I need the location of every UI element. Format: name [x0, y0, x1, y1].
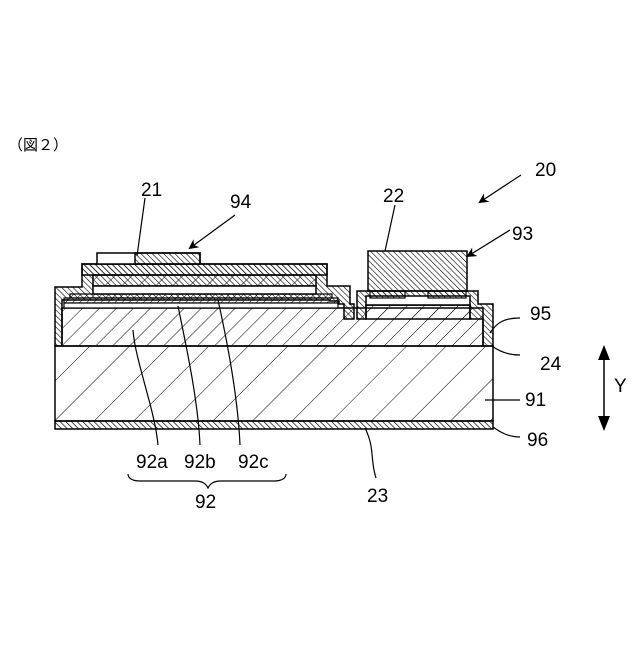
leader-24 [492, 346, 520, 355]
gate-insulator-left [93, 286, 316, 294]
label-y: Y [614, 376, 627, 397]
label-93: 93 [512, 224, 533, 245]
gate-metal-left [93, 275, 316, 286]
label-92b: 92b [184, 452, 216, 473]
y-arrow-down-icon [598, 416, 610, 431]
label-96: 96 [527, 430, 548, 451]
label-23: 23 [367, 486, 388, 507]
leader-93 [468, 230, 510, 256]
leader-23 [365, 428, 376, 478]
label-92a: 92a [136, 452, 168, 473]
right-contact-right [428, 291, 466, 298]
leader-22 [385, 205, 395, 251]
label-20: 20 [535, 160, 556, 181]
leader-96 [493, 427, 520, 437]
y-arrow-up-icon [598, 345, 610, 360]
label-22: 22 [383, 186, 404, 207]
label-95: 95 [530, 304, 551, 325]
leader-95 [490, 318, 520, 333]
back-metal-layer [55, 421, 493, 429]
layer-92a [64, 298, 338, 303]
label-94: 94 [230, 192, 252, 213]
label-91: 91 [525, 390, 546, 411]
layer-92b [64, 303, 338, 308]
leader-21 [137, 198, 145, 256]
right-active-layer [366, 305, 470, 319]
leader-20 [480, 175, 521, 202]
passivation-top-left [82, 264, 327, 275]
label-21: 21 [141, 180, 162, 201]
right-contact-left [370, 291, 405, 298]
brace-92 [128, 474, 286, 488]
leader-94 [190, 215, 235, 248]
figure-caption: （図２） [8, 137, 68, 154]
pad-94 [135, 253, 200, 264]
pad-93 [368, 251, 467, 291]
substrate-layer [55, 346, 493, 421]
label-92c: 92c [238, 452, 269, 473]
label-92: 92 [195, 492, 216, 513]
label-24: 24 [540, 354, 562, 375]
